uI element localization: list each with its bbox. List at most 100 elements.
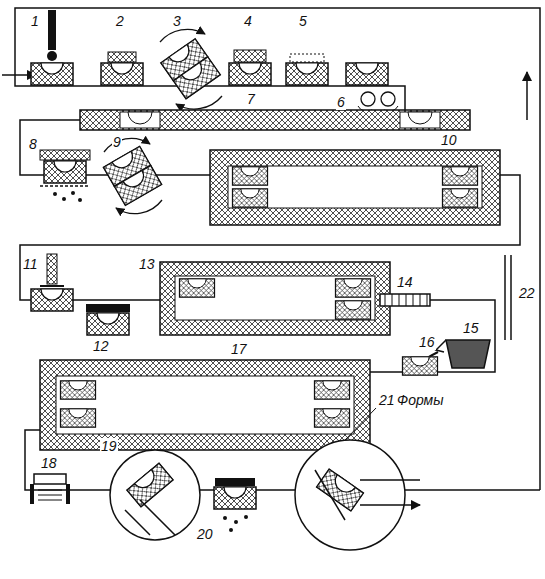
station-5	[286, 63, 328, 85]
station-18-grate	[30, 474, 70, 504]
station-20-knockout	[214, 478, 256, 532]
chamber-17	[61, 381, 96, 399]
chamber-7	[120, 112, 160, 128]
station-14-heater	[385, 294, 427, 306]
callout-number: 10	[440, 132, 458, 148]
station-20-knockout	[215, 478, 255, 486]
station-9-turnover	[114, 165, 161, 205]
callout-number: 14	[396, 274, 414, 290]
station-18-grate	[66, 484, 70, 504]
leader-line-21	[345, 408, 376, 440]
callout-number: 7	[246, 91, 256, 107]
station-18-grate	[38, 490, 62, 500]
callout-number: 19	[100, 438, 118, 454]
station-8-knockout	[40, 150, 90, 202]
station-3-turnover	[160, 29, 205, 42]
station-20-knockout	[244, 515, 248, 519]
station-9-turnover	[103, 146, 161, 205]
station-6-rollers	[346, 63, 388, 85]
callout-number: 5	[298, 13, 308, 29]
station-12	[86, 304, 130, 312]
callout-number: 13	[138, 256, 156, 272]
station-21-drum	[315, 470, 345, 520]
station-6-rollers	[346, 63, 398, 111]
station-12	[87, 313, 129, 335]
chamber-13	[336, 279, 371, 297]
text-label: Формы	[396, 392, 444, 408]
ladle-15	[446, 340, 490, 368]
station-3-turnover	[161, 39, 221, 99]
callout-number: 11	[22, 256, 39, 272]
station-4-closing	[229, 63, 271, 85]
ladle-15	[436, 340, 446, 352]
station-16-pouring	[403, 357, 438, 375]
station-4-closing	[229, 50, 271, 85]
station-2-pattern	[108, 52, 136, 62]
station-1-sand-feed	[47, 51, 57, 61]
callout-number: 4	[243, 13, 253, 29]
station-11-press	[40, 285, 64, 287]
station-18-grate	[30, 484, 34, 504]
station-11-press	[47, 254, 57, 284]
callout-number: 3	[172, 13, 182, 29]
station-19-drum	[127, 463, 173, 507]
callout-number: 8	[28, 136, 38, 152]
chamber-17	[40, 360, 370, 450]
callout-number: 2	[115, 13, 125, 29]
return-track-22	[510, 255, 512, 340]
callout-number: 17	[230, 341, 248, 357]
chamber-17	[315, 409, 350, 427]
chamber-13	[160, 262, 390, 335]
callout-number: 21	[378, 392, 396, 408]
station-20-knockout	[214, 487, 256, 509]
station-21-drum	[316, 469, 363, 511]
return-track-22	[504, 255, 506, 340]
chamber-10	[443, 189, 478, 207]
station-20-knockout	[223, 516, 227, 520]
station-8-knockout	[40, 185, 90, 187]
chamber-17	[56, 376, 354, 434]
station-14-heater	[380, 294, 430, 306]
station-6-rollers	[381, 92, 395, 106]
return-track-22	[505, 255, 511, 340]
station-16-pouring	[403, 357, 438, 375]
station-8-knockout	[53, 192, 57, 196]
callout-number: 15	[462, 320, 480, 336]
chamber-13	[160, 262, 390, 335]
chamber-13	[180, 279, 215, 297]
station-19-drum	[125, 500, 175, 535]
station-1-sand-feed	[31, 10, 73, 85]
chamber-10	[228, 166, 482, 208]
station-21-drum	[360, 480, 420, 505]
station-9-turnover	[116, 200, 162, 214]
chamber-13	[175, 276, 375, 320]
conveyor-line	[526, 72, 528, 120]
station-8-knockout	[40, 150, 90, 160]
station-21-drum	[295, 440, 420, 550]
station-2-pattern	[101, 63, 143, 85]
station-14-heater	[380, 294, 430, 306]
chamber-7	[80, 110, 470, 130]
chamber-10	[210, 150, 500, 225]
chamber-7	[408, 112, 432, 124]
chamber-10	[210, 150, 500, 225]
station-18-grate	[34, 474, 66, 484]
station-3-turnover	[173, 57, 220, 99]
chamber-7	[128, 112, 152, 124]
station-19-drum	[127, 463, 173, 507]
station-9-turnover	[104, 138, 150, 152]
chamber-10	[233, 167, 268, 185]
station-6-rollers	[361, 92, 375, 106]
conveyor-line	[15, 8, 540, 490]
chamber-10	[233, 189, 268, 207]
callout-number: 18	[40, 455, 58, 471]
callout-number: 20	[196, 526, 214, 542]
station-8-knockout	[71, 191, 75, 195]
station-5	[290, 54, 324, 62]
callout-number: 6	[336, 94, 346, 110]
station-3-turnover	[160, 29, 222, 109]
station-8-knockout	[44, 161, 86, 183]
station-8-knockout	[78, 198, 82, 202]
callout-number: 1	[30, 13, 40, 29]
